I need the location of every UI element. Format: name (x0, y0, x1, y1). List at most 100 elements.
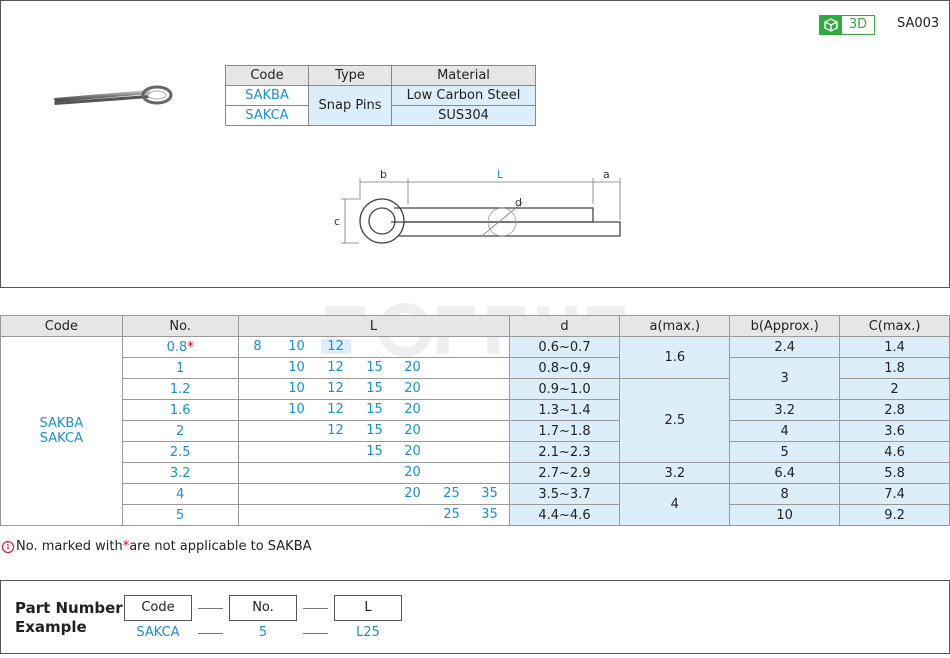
l-value[interactable]: 12 (327, 423, 344, 438)
l-value[interactable]: 25 (443, 486, 460, 501)
l-value[interactable]: 8 (253, 339, 262, 354)
cube-icon (820, 16, 842, 34)
l-value[interactable]: 20 (404, 381, 421, 396)
dim-label-b: b (380, 168, 387, 181)
l-value[interactable]: 12 (327, 381, 344, 396)
example-l-value: L25 (356, 625, 380, 640)
a-value: 2.5 (619, 378, 731, 463)
l-values: 20 25 35 (237, 483, 510, 505)
l-value[interactable]: 20 (404, 423, 421, 438)
b-value: 8 (729, 483, 841, 505)
l-value[interactable]: 12 (327, 360, 344, 375)
b-value: 5 (729, 441, 841, 463)
spec-code-sakca[interactable]: SAKCA (225, 105, 309, 126)
l-value[interactable]: 15 (366, 360, 383, 375)
table-row-no[interactable]: 1.6 (121, 399, 239, 421)
d-value: 3.5~3.7 (508, 483, 621, 505)
l-values: 25 35 (237, 504, 510, 526)
dim-label-L: L (497, 168, 504, 181)
spec-material-sakba: Low Carbon Steel (391, 85, 536, 106)
a-value: 3.2 (619, 462, 731, 484)
l-value[interactable]: 10 (288, 360, 305, 375)
l-value[interactable]: 20 (404, 465, 421, 480)
code-cell[interactable]: SAKBA SAKCA (0, 336, 123, 526)
l-values: 20 (237, 462, 510, 484)
c-value: 3.6 (839, 420, 950, 442)
l-value[interactable]: 10 (288, 381, 305, 396)
l-value[interactable]: 25 (443, 507, 460, 522)
example-no-box: No. (229, 595, 297, 621)
spec-type: Snap Pins (308, 85, 392, 126)
a-value: 1.6 (619, 336, 731, 379)
c-value: 1.4 (839, 336, 950, 358)
b-value: 3 (729, 357, 841, 400)
table-row-no[interactable]: 1.2 (121, 378, 239, 400)
l-value[interactable]: 35 (481, 507, 498, 522)
l-value[interactable]: 12 (327, 402, 344, 417)
l-value[interactable]: 20 (404, 444, 421, 459)
l-value[interactable]: 10 (288, 339, 305, 354)
d-value: 1.3~1.4 (508, 399, 621, 421)
info-icon: i (2, 540, 14, 553)
l-value[interactable]: 35 (481, 486, 498, 501)
l-value[interactable]: 15 (366, 423, 383, 438)
d-value: 0.8~0.9 (508, 357, 621, 379)
table-row-no[interactable]: 5 (121, 504, 239, 526)
example-title: Part Number Example (15, 599, 123, 636)
l-values: 10 12 15 20 (237, 399, 510, 421)
l-values: 8 10 12 (237, 336, 510, 358)
d-value: 0.6~0.7 (508, 336, 621, 358)
l-value[interactable]: 15 (366, 444, 383, 459)
c-value: 4.6 (839, 441, 950, 463)
c-value: 2.8 (839, 399, 950, 421)
b-value: 10 (729, 504, 841, 526)
d-value: 2.7~2.9 (508, 462, 621, 484)
table-row-no[interactable]: 2.5 (121, 441, 239, 463)
example-code-box: Code (124, 595, 192, 621)
3d-model-button[interactable]: 3D (819, 15, 875, 35)
b-value: 2.4 (729, 336, 841, 358)
spec-header-material: Material (391, 65, 536, 86)
l-value[interactable]: 20 (404, 360, 421, 375)
header-code: Code (0, 315, 123, 337)
dimension-table: Code No. L d a(max.) b(Approx.) C(max.) … (0, 315, 950, 526)
table-row-no[interactable]: 2 (121, 420, 239, 442)
note-mark: * (122, 539, 130, 554)
d-value: 1.7~1.8 (508, 420, 621, 442)
series-code: SA003 (897, 16, 940, 31)
note-prefix: No. marked with (16, 539, 123, 554)
header-L: L (237, 315, 510, 337)
code-sakca: SAKCA (39, 431, 83, 446)
l-values: 10 12 15 20 (237, 357, 510, 379)
table-row-no[interactable]: 0.8* (121, 336, 239, 358)
dim-label-a: a (603, 168, 610, 181)
example-code-value: SAKCA (136, 625, 180, 640)
table-row-no[interactable]: 4 (121, 483, 239, 505)
b-value: 6.4 (729, 462, 841, 484)
c-value: 7.4 (839, 483, 950, 505)
dim-label-c: c (334, 215, 340, 228)
l-value[interactable]: 20 (404, 402, 421, 417)
b-value: 3.2 (729, 399, 841, 421)
l-value[interactable]: 10 (288, 402, 305, 417)
dimension-drawing: b L a c d (334, 168, 621, 244)
c-value: 5.8 (839, 462, 950, 484)
product-overview-panel: 3D SA003 Code Type Material SAKBA Snap P… (0, 0, 950, 288)
spec-header-code: Code (225, 65, 309, 86)
c-value: 2 (839, 378, 950, 400)
spec-material-sakca: SUS304 (391, 105, 536, 126)
code-sakba: SAKBA (39, 416, 84, 431)
l-value[interactable]: 15 (366, 381, 383, 396)
d-value: 2.1~2.3 (508, 441, 621, 463)
l-value[interactable]: 15 (366, 402, 383, 417)
table-row-no[interactable]: 1 (121, 357, 239, 379)
header-no: No. (121, 315, 239, 337)
l-value[interactable]: 12 (320, 339, 351, 354)
table-row-no[interactable]: 3.2 (121, 462, 239, 484)
l-value[interactable]: 20 (404, 486, 421, 501)
dim-label-d: d (515, 196, 522, 209)
l-values: 10 12 15 20 (237, 378, 510, 400)
spec-code-sakba[interactable]: SAKBA (225, 85, 309, 106)
snap-pin-photo (54, 85, 173, 105)
